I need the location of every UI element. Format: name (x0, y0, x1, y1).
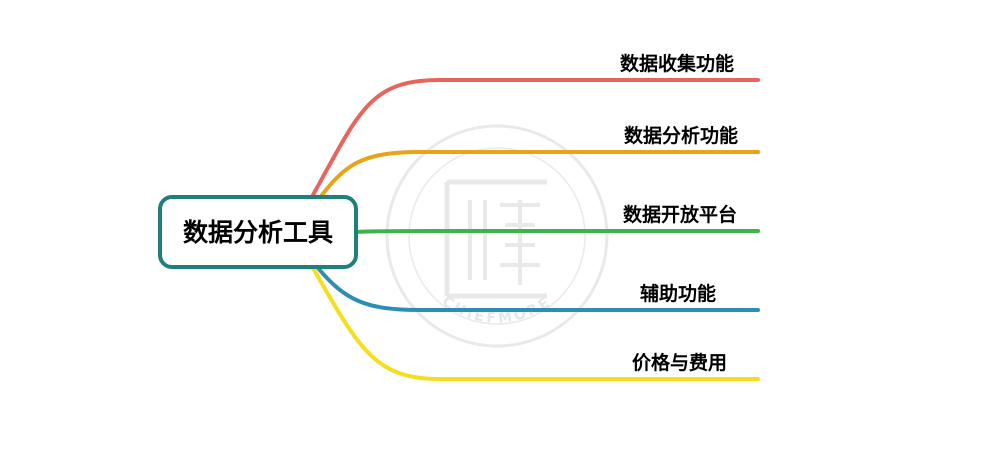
branch-label-price-and-cost: 价格与费用 (632, 351, 727, 374)
watermark-inner-circle-icon (408, 147, 586, 325)
root-node-box (158, 195, 358, 269)
branch-line-5 (311, 266, 760, 381)
branch-line-1 (311, 78, 760, 197)
branch-labels: 数据收集功能 数据分析功能 数据开放平台 辅助功能 价格与费用 (620, 52, 738, 374)
watermark-logo-icon (444, 179, 547, 299)
root-node-label: 数据分析工具 (183, 218, 333, 247)
branch-label-data-collection: 数据收集功能 (620, 52, 734, 75)
branch-connectors (311, 78, 760, 381)
branch-line-4 (316, 266, 760, 312)
branch-line-2 (316, 150, 760, 202)
branch-label-auxiliary-features: 辅助功能 (640, 282, 716, 305)
branch-label-data-analysis: 数据分析功能 (624, 124, 738, 147)
branch-label-data-open-platform: 数据开放平台 (623, 203, 737, 226)
watermark-circle-icon (385, 124, 609, 348)
root-node: 数据分析工具 (158, 195, 358, 269)
branch-line-3 (353, 229, 760, 234)
watermark: CHIEFMORE (385, 124, 609, 348)
